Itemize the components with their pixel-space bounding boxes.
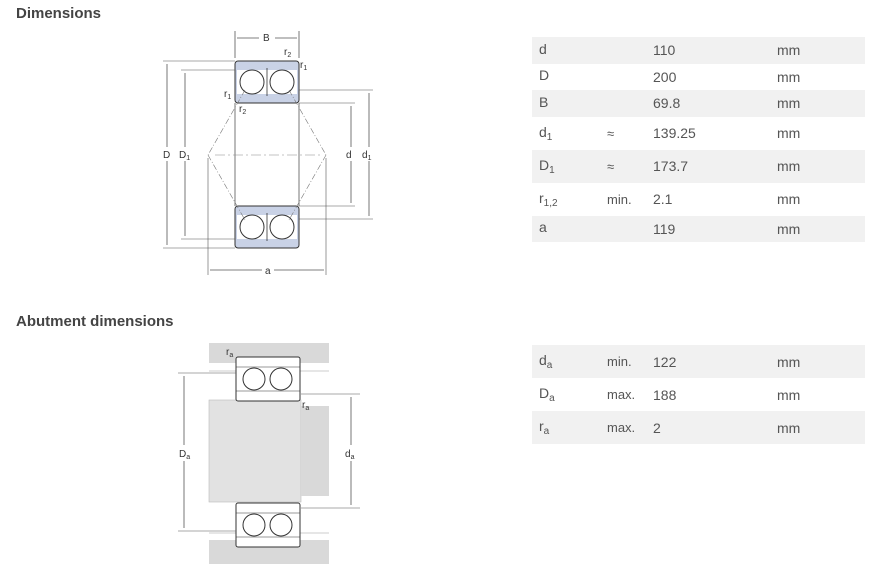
symbol-cell: ra: [532, 411, 607, 444]
symbol-cell: Da: [532, 378, 607, 411]
symbol: d: [539, 352, 547, 368]
label-d: d: [346, 150, 352, 161]
value-cell: 119: [653, 215, 777, 242]
value-cell: 200: [653, 68, 677, 85]
abutment-drawing: Da da ra ra: [176, 343, 365, 564]
symbol-cell: d1: [532, 117, 607, 150]
label-D: D: [163, 150, 170, 161]
qualifier-cell: [607, 64, 653, 91]
value-cell: 122: [653, 345, 777, 378]
label-ra-right: ra: [302, 400, 309, 412]
unit-cell: mm: [777, 411, 865, 444]
symbol-cell: a: [532, 215, 607, 242]
qualifier-cell: min.: [607, 345, 653, 378]
value-cell: 139.25: [653, 125, 696, 141]
symbol: r: [539, 189, 544, 206]
symbol-subscript: 1,2: [543, 197, 558, 209]
symbol: D: [539, 67, 550, 84]
value-cell: 2: [653, 411, 777, 444]
symbol: a: [539, 219, 547, 236]
qualifier-cell: ≈: [607, 149, 653, 183]
unit-cell: mm: [777, 90, 865, 117]
qualifier-cell: max.: [607, 411, 653, 444]
abutment-title: Abutment dimensions: [16, 313, 174, 330]
label-r1-left: r1: [224, 89, 231, 101]
label-D1: D1: [179, 150, 190, 162]
qualifier-cell: ≈: [607, 125, 615, 141]
unit-cell: mm: [777, 386, 801, 403]
symbol: D: [539, 385, 550, 401]
label-ra-top: ra: [226, 347, 233, 359]
qualifier-cell: [607, 37, 653, 64]
symbol-subscript: a: [549, 393, 555, 404]
value-cell: 173.7: [653, 149, 777, 183]
value-cell: 110: [653, 37, 777, 64]
dimensions-title: Dimensions: [16, 5, 102, 22]
symbol: d: [539, 40, 547, 57]
symbol-subscript: 1: [546, 131, 553, 143]
symbol: D: [539, 156, 550, 173]
label-Da: Da: [179, 449, 190, 461]
symbol-cell: D1: [532, 149, 607, 183]
unit-cell: mm: [777, 125, 801, 141]
qualifier-cell: min.: [607, 191, 632, 207]
unit-cell: mm: [777, 191, 801, 207]
symbol-cell: B: [532, 90, 607, 117]
label-d1: d1: [362, 150, 372, 162]
symbol: B: [539, 93, 549, 110]
value-cell: 188: [653, 386, 677, 403]
symbol: r: [539, 418, 544, 434]
label-r1-top: r1: [300, 60, 307, 72]
label-B: B: [263, 33, 270, 44]
bearing-dimensions-drawing: B D D1 d d1 a r2 r1 r1 r2: [159, 31, 381, 277]
unit-cell: mm: [777, 68, 801, 85]
symbol-cell: d: [532, 37, 607, 64]
unit-cell: mm: [777, 149, 865, 183]
unit-cell: mm: [777, 345, 865, 378]
symbol-subscript: a: [546, 360, 553, 371]
symbol-cell: D: [532, 64, 607, 91]
symbol-cell: da: [532, 345, 607, 378]
qualifier-cell: [607, 90, 653, 117]
unit-cell: mm: [777, 215, 865, 242]
value-cell: 69.8: [653, 90, 777, 117]
label-a: a: [265, 266, 271, 277]
label-r2-left: r2: [239, 104, 246, 116]
symbol-cell: r1,2: [532, 183, 607, 216]
symbol-subscript: a: [543, 426, 550, 437]
symbol: d: [539, 123, 547, 140]
unit-cell: mm: [777, 37, 865, 64]
qualifier-cell: [607, 215, 653, 242]
label-r2-top: r2: [284, 47, 291, 59]
value-cell: 2.1: [653, 191, 673, 207]
table-row: D 200 mm: [532, 64, 865, 91]
label-da: da: [345, 449, 355, 461]
symbol-subscript: 1: [549, 164, 555, 176]
qualifier-cell: max.: [607, 387, 636, 402]
